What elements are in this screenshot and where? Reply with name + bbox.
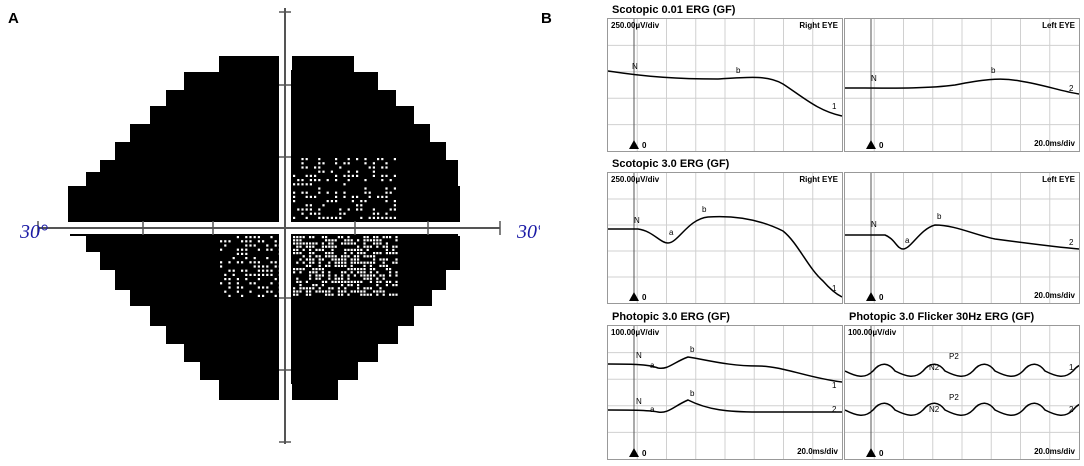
stimulus-time-label: 0 bbox=[642, 293, 647, 302]
erg-title: Photopic 3.0 Flicker 30Hz ERG (GF) bbox=[849, 311, 1035, 323]
erg-title: Scotopic 0.01 ERG (GF) bbox=[612, 4, 736, 16]
erg-trace bbox=[608, 215, 842, 298]
erg-amplitude-scale: 100.00µV/div bbox=[848, 328, 897, 337]
trace-number: 2 bbox=[832, 405, 837, 414]
marker-a: a bbox=[650, 361, 655, 370]
erg-trace bbox=[608, 356, 842, 383]
stimulus-marker-icon bbox=[629, 140, 639, 149]
marker-n2: N2 bbox=[929, 363, 940, 372]
marker-a: a bbox=[650, 405, 655, 414]
erg-grid: 0 Na b 2 bbox=[845, 173, 1079, 303]
left-degree-label: 30° bbox=[19, 221, 48, 243]
marker-b: b bbox=[736, 66, 741, 75]
marker-n: N bbox=[871, 220, 877, 229]
erg-time-scale: 20.0ms/div bbox=[1034, 139, 1075, 148]
stimulus-marker-icon bbox=[866, 448, 876, 457]
marker-p2: P2 bbox=[949, 393, 959, 402]
erg-trace bbox=[845, 402, 1079, 416]
stimulus-time-label: 0 bbox=[642, 141, 647, 150]
erg-eye-label: Left EYE bbox=[1042, 175, 1075, 184]
erg-trace bbox=[845, 363, 1079, 377]
marker-a: a bbox=[669, 228, 674, 237]
erg-title: Scotopic 3.0 ERG (GF) bbox=[612, 158, 730, 170]
erg-grid: 0 Na b 1 bbox=[608, 173, 842, 303]
erg-time-scale: 20.0ms/div bbox=[797, 447, 838, 456]
stimulus-marker-icon bbox=[866, 292, 876, 301]
stimulus-marker-icon bbox=[866, 140, 876, 149]
erg-trace bbox=[608, 399, 842, 414]
right-degree-label: 30° bbox=[516, 221, 540, 243]
marker-b: b bbox=[690, 389, 695, 398]
erg-title: Photopic 3.0 ERG (GF) bbox=[612, 311, 730, 323]
erg-amplitude-scale: 250.00µV/div bbox=[611, 21, 660, 30]
marker-n: N bbox=[871, 74, 877, 83]
marker-n: N bbox=[636, 397, 642, 406]
trace-number: 2 bbox=[1069, 238, 1074, 247]
erg-eye-label: Right EYE bbox=[799, 21, 838, 30]
marker-b: b bbox=[937, 212, 942, 221]
trace-number: 1 bbox=[1069, 363, 1074, 372]
stimulus-time-label: 0 bbox=[642, 449, 647, 458]
visual-field-defect bbox=[60, 40, 470, 410]
erg-time-scale: 20.0ms/div bbox=[1034, 291, 1075, 300]
erg-grid: 0 Nb 2 bbox=[845, 19, 1079, 151]
stimulus-time-label: 0 bbox=[879, 293, 884, 302]
panel-a-letter: A bbox=[8, 10, 19, 27]
marker-n: N bbox=[634, 216, 640, 225]
stimulus-time-label: 0 bbox=[879, 449, 884, 458]
erg-amplitude-scale: 250.00µV/div bbox=[611, 175, 660, 184]
panel-b-letter: B bbox=[541, 10, 552, 27]
marker-n: N bbox=[636, 351, 642, 360]
marker-a: a bbox=[905, 236, 910, 245]
erg-trace bbox=[608, 70, 842, 117]
erg-amplitude-scale: 100.00µV/div bbox=[611, 328, 660, 337]
visual-field-plot: 30° 30° bbox=[19, 8, 540, 444]
trace-number: 1 bbox=[832, 102, 837, 111]
erg-time-scale: 20.0ms/div bbox=[1034, 447, 1075, 456]
marker-p2: P2 bbox=[949, 352, 959, 361]
trace-number: 1 bbox=[832, 284, 837, 293]
trace-number: 1 bbox=[832, 381, 837, 390]
stimulus-marker-icon bbox=[629, 292, 639, 301]
marker-b: b bbox=[991, 66, 996, 75]
marker-b: b bbox=[690, 345, 695, 354]
erg-trace bbox=[845, 224, 1079, 250]
trace-number: 2 bbox=[1069, 405, 1074, 414]
stimulus-time-label: 0 bbox=[879, 141, 884, 150]
visual-field-spared-points bbox=[220, 158, 398, 297]
marker-b: b bbox=[702, 205, 707, 214]
visual-field-axes bbox=[37, 8, 501, 444]
stimulus-marker-icon bbox=[629, 448, 639, 457]
erg-eye-label: Left EYE bbox=[1042, 21, 1075, 30]
trace-number: 2 bbox=[1069, 84, 1074, 93]
erg-trace bbox=[845, 78, 1079, 95]
marker-n2: N2 bbox=[929, 405, 940, 414]
erg-eye-label: Right EYE bbox=[799, 175, 838, 184]
marker-n: N bbox=[632, 62, 638, 71]
